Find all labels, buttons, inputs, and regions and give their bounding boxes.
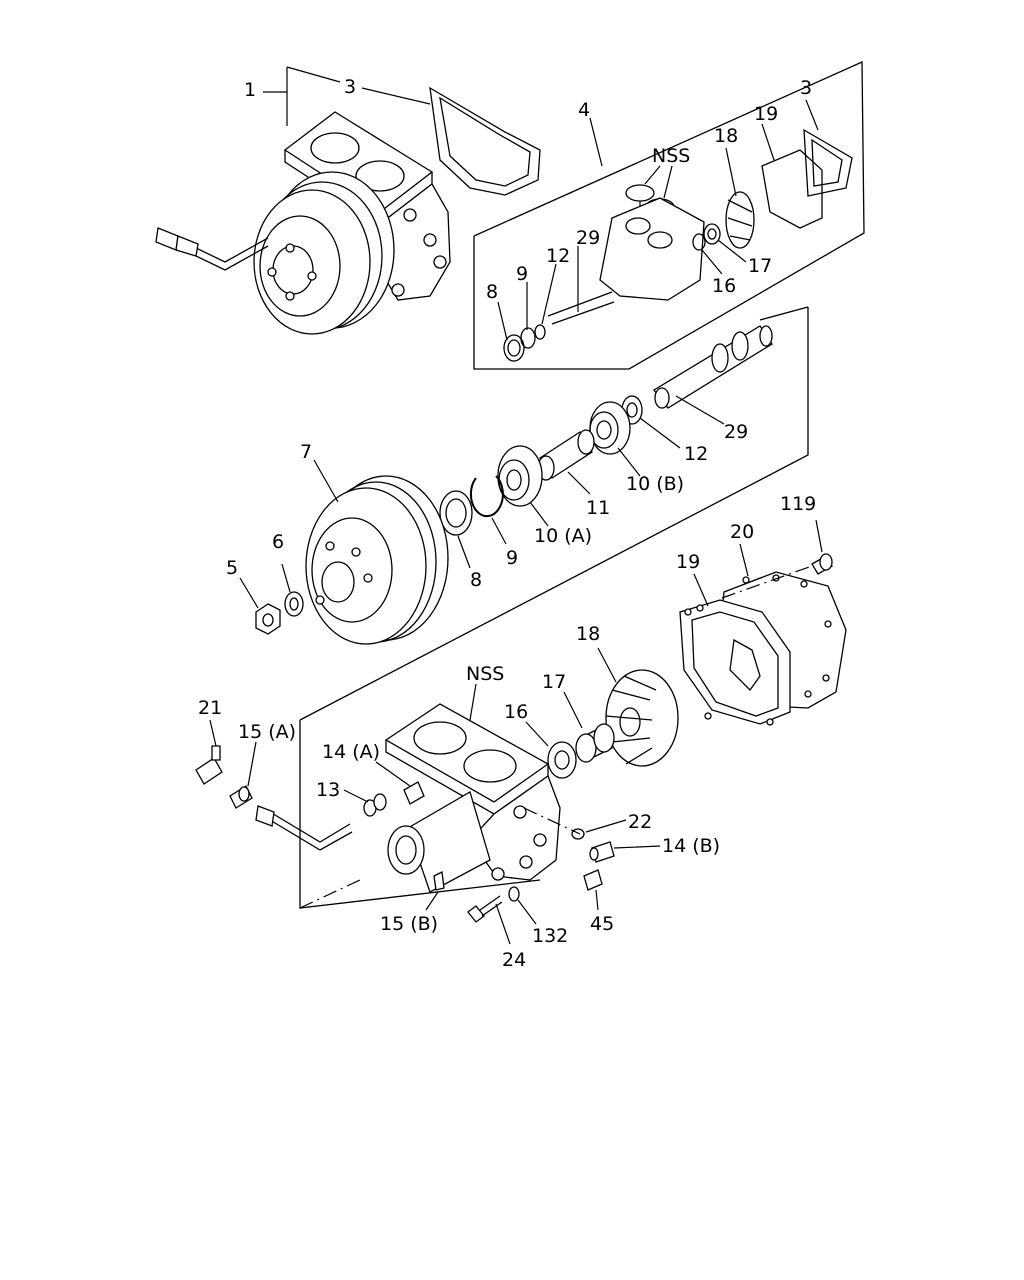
label-29: 29 bbox=[724, 421, 748, 443]
label-18-top: 18 bbox=[714, 125, 738, 147]
label-15b: 15 (B) bbox=[380, 913, 438, 935]
washer-6 bbox=[284, 591, 304, 617]
label-13: 13 bbox=[316, 779, 340, 801]
label-12: 12 bbox=[684, 443, 708, 465]
label-7: 7 bbox=[300, 441, 312, 463]
label-4: 4 bbox=[578, 99, 590, 121]
seal-16 bbox=[547, 741, 577, 779]
seal-8 bbox=[439, 490, 473, 536]
label-10b: 10 (B) bbox=[626, 473, 684, 495]
label-14b: 14 (B) bbox=[662, 835, 720, 857]
label-16: 16 bbox=[504, 701, 528, 723]
label-17: 17 bbox=[542, 671, 566, 693]
label-9: 9 bbox=[506, 547, 518, 569]
label-9-top: 9 bbox=[516, 263, 528, 285]
seal-17 bbox=[575, 723, 615, 763]
connector-13 bbox=[363, 793, 387, 817]
elbow-21 bbox=[195, 745, 223, 785]
label-11: 11 bbox=[586, 497, 610, 519]
label-nss-top: NSS bbox=[652, 145, 690, 167]
label-nss-bottom: NSS bbox=[466, 663, 504, 685]
bolt-24 bbox=[467, 895, 503, 923]
label-15a: 15 (A) bbox=[238, 721, 296, 743]
label-12-top: 12 bbox=[546, 245, 570, 267]
label-24: 24 bbox=[502, 949, 526, 971]
fitting-15a bbox=[229, 785, 253, 809]
pump-housing bbox=[384, 703, 561, 893]
label-16-top: 16 bbox=[712, 275, 736, 297]
bearing-10a bbox=[497, 445, 543, 507]
label-8-top: 8 bbox=[486, 281, 498, 303]
bolt-119 bbox=[811, 553, 833, 575]
seal-8-small bbox=[503, 334, 525, 362]
label-132: 132 bbox=[532, 925, 568, 947]
label-5: 5 bbox=[226, 557, 238, 579]
pump-assembly bbox=[155, 111, 451, 335]
gasket-top-left bbox=[429, 86, 541, 196]
label-19-top: 19 bbox=[754, 103, 778, 125]
gasket-19-small bbox=[761, 149, 823, 229]
housing-small bbox=[599, 197, 705, 301]
label-20: 20 bbox=[730, 521, 754, 543]
box-4-frame bbox=[473, 61, 865, 370]
o-ring-nss-a bbox=[625, 184, 655, 202]
label-3-left: 3 bbox=[344, 76, 356, 98]
nut-5 bbox=[255, 603, 281, 635]
shaft-29 bbox=[653, 325, 773, 409]
gasket-19 bbox=[679, 599, 791, 726]
fitting-14b bbox=[589, 841, 615, 863]
bolt-45 bbox=[583, 869, 603, 891]
label-1: 1 bbox=[244, 79, 256, 101]
washer-12-small bbox=[534, 324, 546, 340]
label-14a: 14 (A) bbox=[322, 741, 380, 763]
bearing-10b bbox=[589, 401, 631, 455]
washer-132 bbox=[508, 886, 520, 902]
impeller-18 bbox=[605, 669, 679, 767]
spacer-11 bbox=[537, 429, 595, 481]
cover-3-small bbox=[803, 128, 853, 197]
impeller-small bbox=[725, 191, 755, 249]
snap-ring-9 bbox=[469, 475, 504, 518]
label-6: 6 bbox=[272, 531, 284, 553]
label-17-top: 17 bbox=[748, 255, 772, 277]
label-10a: 10 (A) bbox=[534, 525, 592, 547]
label-21: 21 bbox=[198, 697, 222, 719]
label-18: 18 bbox=[576, 623, 600, 645]
fitting-15b bbox=[433, 871, 445, 891]
pulley-7 bbox=[305, 475, 449, 645]
label-8: 8 bbox=[470, 569, 482, 591]
label-22: 22 bbox=[628, 811, 652, 833]
label-3-right: 3 bbox=[800, 77, 812, 99]
label-119: 119 bbox=[780, 493, 816, 515]
fitting-14a bbox=[403, 781, 425, 805]
label-45: 45 bbox=[590, 913, 614, 935]
label-29-top: 29 bbox=[576, 227, 600, 249]
ring-9-small bbox=[520, 327, 536, 349]
label-19: 19 bbox=[676, 551, 700, 573]
